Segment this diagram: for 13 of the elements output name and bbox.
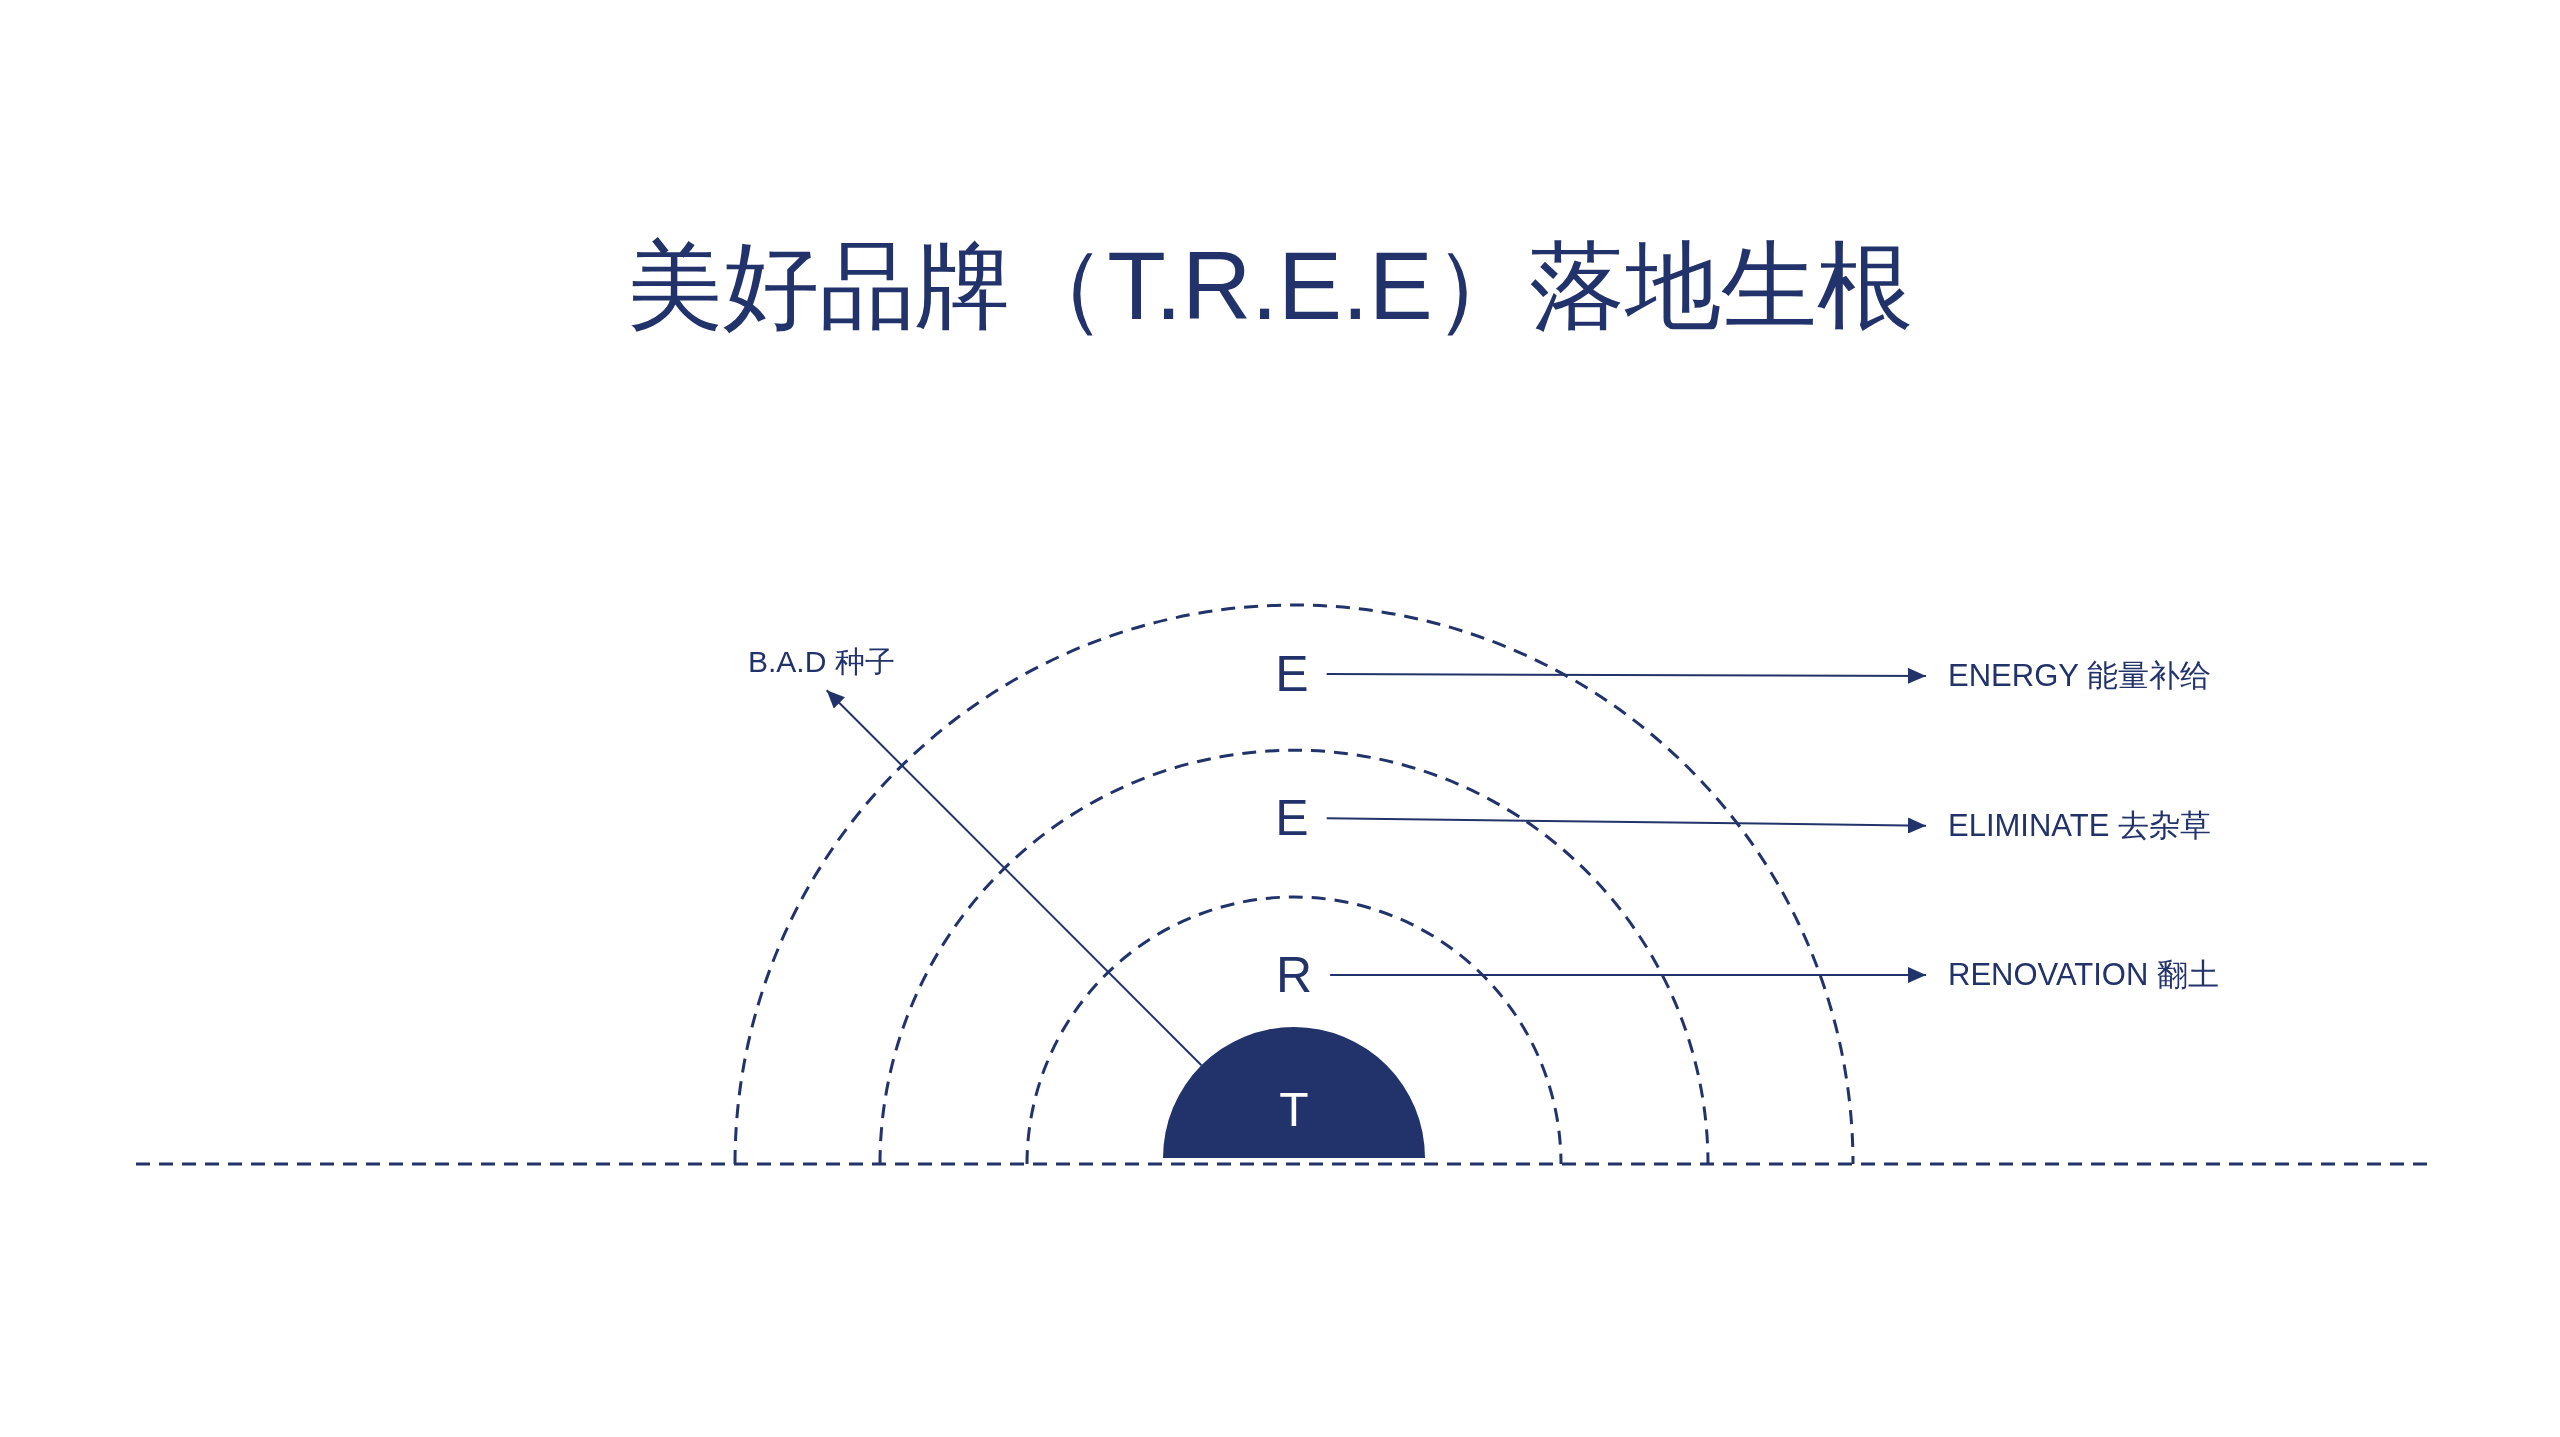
layer-letter: R bbox=[1275, 947, 1313, 1003]
seed-label: B.A.D 种子 bbox=[748, 644, 895, 678]
arrow bbox=[1329, 967, 1927, 983]
title: 美好品牌（T.R.E.E）落地生根 bbox=[627, 233, 1913, 339]
layer-label: ENERGY 能量补给 bbox=[1948, 658, 2211, 694]
arrow bbox=[825, 689, 1203, 1067]
core-letter: T bbox=[1279, 1086, 1309, 1134]
layer-label: ELIMINATE 去杂草 bbox=[1948, 808, 2211, 844]
arrow bbox=[1325, 667, 1927, 684]
layer-label: RENOVATION 翻土 bbox=[1948, 957, 2219, 993]
layer-letter: E bbox=[1275, 790, 1309, 846]
arrow bbox=[1325, 817, 1927, 834]
layer-letter: E bbox=[1275, 646, 1309, 702]
